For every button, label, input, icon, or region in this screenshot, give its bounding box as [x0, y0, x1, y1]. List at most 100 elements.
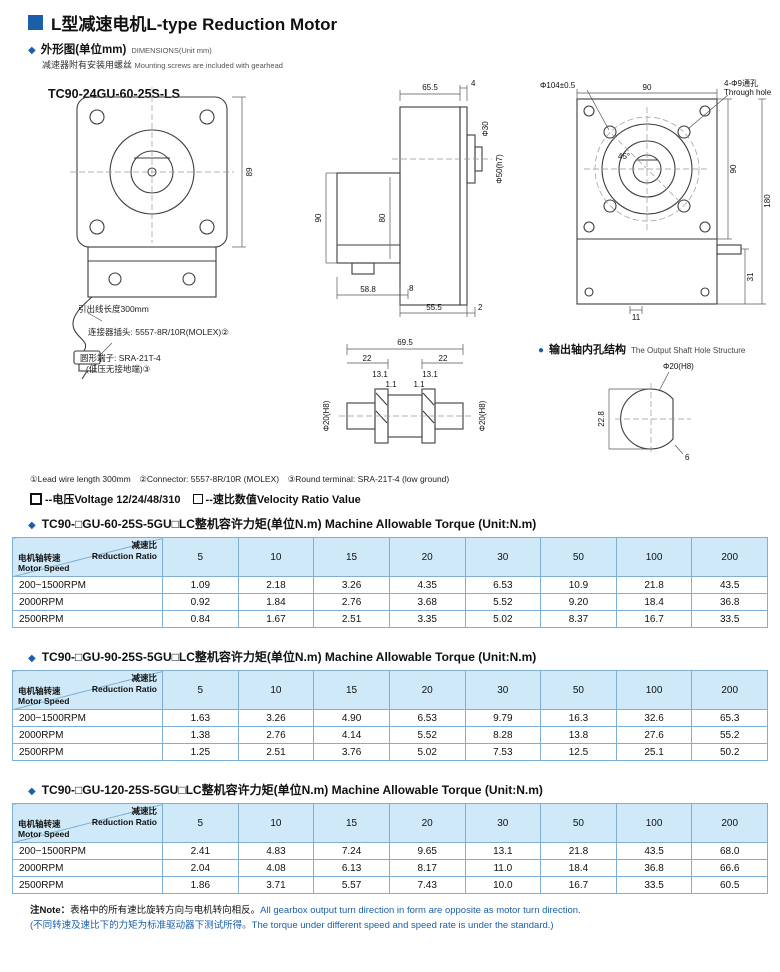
- torque-cell: 4.14: [313, 726, 390, 744]
- torque-cell: 55.2: [691, 726, 768, 744]
- torque-cell: 5.57: [313, 876, 390, 894]
- drawing-footnote: ①Lead wire length 300mm ②Connector: 5557…: [30, 474, 450, 484]
- bullet-icon: ●: [538, 345, 545, 356]
- torque-cell: 1.25: [162, 743, 239, 761]
- torque-cell: 9.79: [464, 709, 542, 727]
- torque-cell: 5.52: [388, 726, 466, 744]
- torque-cell: 68.0: [691, 842, 768, 860]
- torque-cell: 10.0: [464, 876, 542, 894]
- torque-cell: 0.84: [162, 610, 239, 628]
- dimensions-heading: ◆ 外形图(单位mm) DIMENSIONS(Unit mm): [12, 41, 768, 57]
- torque-cell: 36.8: [615, 859, 693, 877]
- torque-cell: 13.8: [540, 726, 617, 744]
- diamond-icon: ◆: [28, 45, 36, 56]
- torque-cell: 2.76: [313, 593, 390, 611]
- note-line1-en: All gearbox output turn direction in for…: [260, 905, 581, 916]
- torque-cell: 3.68: [388, 593, 466, 611]
- torque-cell: 7.53: [464, 743, 542, 761]
- torque-cell: 9.20: [540, 593, 617, 611]
- speed-row-label: 2500RPM: [12, 876, 163, 894]
- diamond-icon: ◆: [28, 786, 36, 797]
- ratio-header: 10: [237, 670, 315, 710]
- note-label: 注Note：: [30, 905, 71, 916]
- dim-label: 55.5: [426, 303, 442, 312]
- ratio-header: 30: [464, 803, 542, 843]
- torque-cell: 1.63: [162, 709, 239, 727]
- torque-cell: 2.51: [237, 743, 315, 761]
- dimensions-subnote: 减速器附有安装用螺丝 Mounting screws are included …: [12, 58, 768, 71]
- torque-cell: 16.7: [540, 876, 617, 894]
- torque-cell: 1.38: [162, 726, 239, 744]
- page-header: L型减速电机L-type Reduction Motor: [12, 8, 768, 39]
- dimension-drawings: TC90-24GU-60-25S-LS: [12, 71, 772, 471]
- table-row: 2500RPM 0.84 1.67 2.51 3.35 5.02 8.37 16…: [12, 610, 768, 628]
- speed-row-label: 200~1500RPM: [12, 842, 163, 860]
- connector-callout: 连接器插头: 5557-8R/10R(MOLEX)②: [88, 327, 229, 337]
- dim-label: Φ20(H8): [663, 362, 694, 371]
- speed-row-label: 2000RPM: [12, 859, 163, 877]
- torque-cell: 13.1: [464, 842, 542, 860]
- torque-cell: 32.6: [615, 709, 693, 727]
- dim-label: 90: [729, 164, 738, 173]
- torque-cell: 3.71: [237, 876, 315, 894]
- dim-label: 2: [478, 303, 483, 312]
- dimensions-subnote-cn: 减速器附有安装用螺丝: [42, 60, 133, 70]
- dim-label: 13.1: [372, 370, 388, 379]
- table-row: 200~1500RPM 2.41 4.83 7.24 9.65 13.1 21.…: [12, 842, 768, 860]
- table-section-90: ◆ TC90-□GU-90-25S-5GU□LC整机容许力矩(单位N.m) Ma…: [12, 648, 768, 761]
- torque-cell: 1.86: [162, 876, 239, 894]
- square-icon: [30, 493, 42, 505]
- dim-label: Φ20(H8): [478, 400, 487, 431]
- torque-cell: 7.43: [388, 876, 466, 894]
- torque-cell: 4.83: [237, 842, 315, 860]
- torque-cell: 2.41: [162, 842, 239, 860]
- dim-label: 4: [471, 79, 476, 88]
- page-title: L型减速电机L-type Reduction Motor: [51, 15, 338, 34]
- speed-row-label: 2500RPM: [12, 610, 163, 628]
- dim-label: 31: [746, 272, 755, 281]
- table-row: 2000RPM 2.04 4.08 6.13 8.17 11.0 18.4 36…: [12, 859, 768, 877]
- dim-label: 13.1: [422, 370, 438, 379]
- terminal-callout-2: (低压无接地端)③: [86, 364, 151, 374]
- dim-label: 4-Φ9通孔: [724, 78, 758, 88]
- shaft-hole-heading-en: The Output Shaft Hole Structure: [631, 346, 746, 355]
- torque-cell: 12.5: [540, 743, 617, 761]
- torque-cell: 11.0: [464, 859, 542, 877]
- torque-cell: 10.9: [540, 576, 617, 594]
- dim-label: Φ20(H8): [322, 400, 331, 431]
- shaft-section-drawing: 69.5 22 22 13.1 13.1 1.1 1.1 Φ20(H8) Φ20…: [322, 338, 487, 444]
- torque-cell: 5.02: [464, 610, 542, 628]
- ratio-header: 15: [313, 670, 390, 710]
- torque-cell: 3.26: [313, 576, 390, 594]
- table-title: TC90-□GU-60-25S-5GU□LC整机容许力矩(单位N.m) Mach…: [41, 517, 537, 531]
- torque-cell: 2.18: [237, 576, 315, 594]
- torque-cell: 25.1: [615, 743, 693, 761]
- torque-cell: 8.28: [464, 726, 542, 744]
- torque-cell: 60.5: [691, 876, 768, 894]
- dim-label: 80: [378, 213, 387, 222]
- torque-cell: 7.24: [313, 842, 390, 860]
- torque-cell: 65.3: [691, 709, 768, 727]
- speed-row-label: 2500RPM: [12, 743, 163, 761]
- dimensions-heading-en: DIMENSIONS(Unit mm): [131, 46, 212, 55]
- torque-cell: 3.26: [237, 709, 315, 727]
- torque-cell: 6.13: [313, 859, 390, 877]
- dim-label: 180: [763, 194, 772, 208]
- torque-cell: 33.5: [615, 876, 693, 894]
- dim-label: 58.8: [360, 285, 376, 294]
- ratio-header: 20: [388, 803, 466, 843]
- note-line-2: (不同转速及速比下的力矩为标准驱动器下测试所得。The torque under…: [30, 919, 554, 931]
- torque-cell: 18.4: [615, 593, 693, 611]
- torque-cell: 3.35: [388, 610, 466, 628]
- title-square-icon: [28, 15, 43, 30]
- table-row: 200~1500RPM 1.63 3.26 4.90 6.53 9.79 16.…: [12, 709, 768, 727]
- ratio-header: 10: [237, 803, 315, 843]
- ratio-header: 5: [162, 670, 239, 710]
- table-title: TC90-□GU-90-25S-5GU□LC整机容许力矩(单位N.m) Mach…: [41, 650, 537, 664]
- torque-cell: 6.53: [388, 709, 466, 727]
